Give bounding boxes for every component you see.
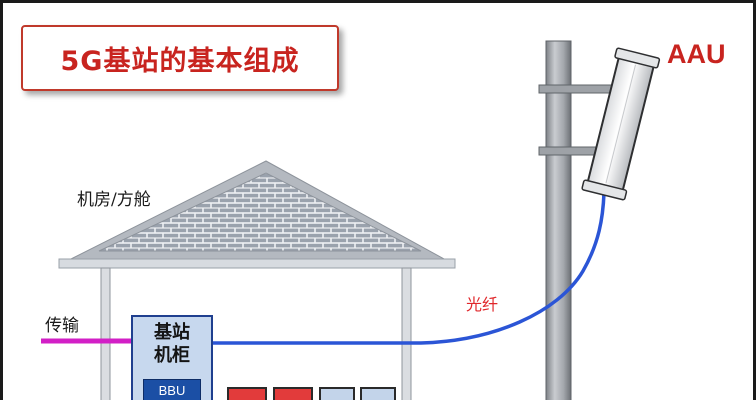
base-station-cabinet: 基站机柜 BBU xyxy=(131,315,213,400)
diagram-artwork xyxy=(41,40,661,400)
antenna-icon xyxy=(581,47,661,201)
roof-brick-icon xyxy=(98,172,422,252)
transmission-label: 传输 xyxy=(45,316,79,336)
aau-label: AAU xyxy=(667,39,726,69)
equipment-unit xyxy=(319,387,355,400)
machine-room-label: 机房/方舱 xyxy=(77,190,151,210)
equipment-unit xyxy=(360,387,396,400)
equipment-unit xyxy=(273,387,313,400)
fiber-label: 光纤 xyxy=(466,295,499,314)
house-walls xyxy=(100,267,412,400)
roof xyxy=(58,160,456,269)
bbu-unit: BBU xyxy=(143,379,201,400)
cabinet-label: 基站机柜 xyxy=(154,322,190,366)
page-title: 5G基站的基本组成 xyxy=(60,45,300,77)
equipment-unit xyxy=(227,387,267,400)
pole-icon xyxy=(538,40,626,400)
title-box: 5G基站的基本组成 xyxy=(21,25,339,91)
fiber-line xyxy=(213,192,606,345)
